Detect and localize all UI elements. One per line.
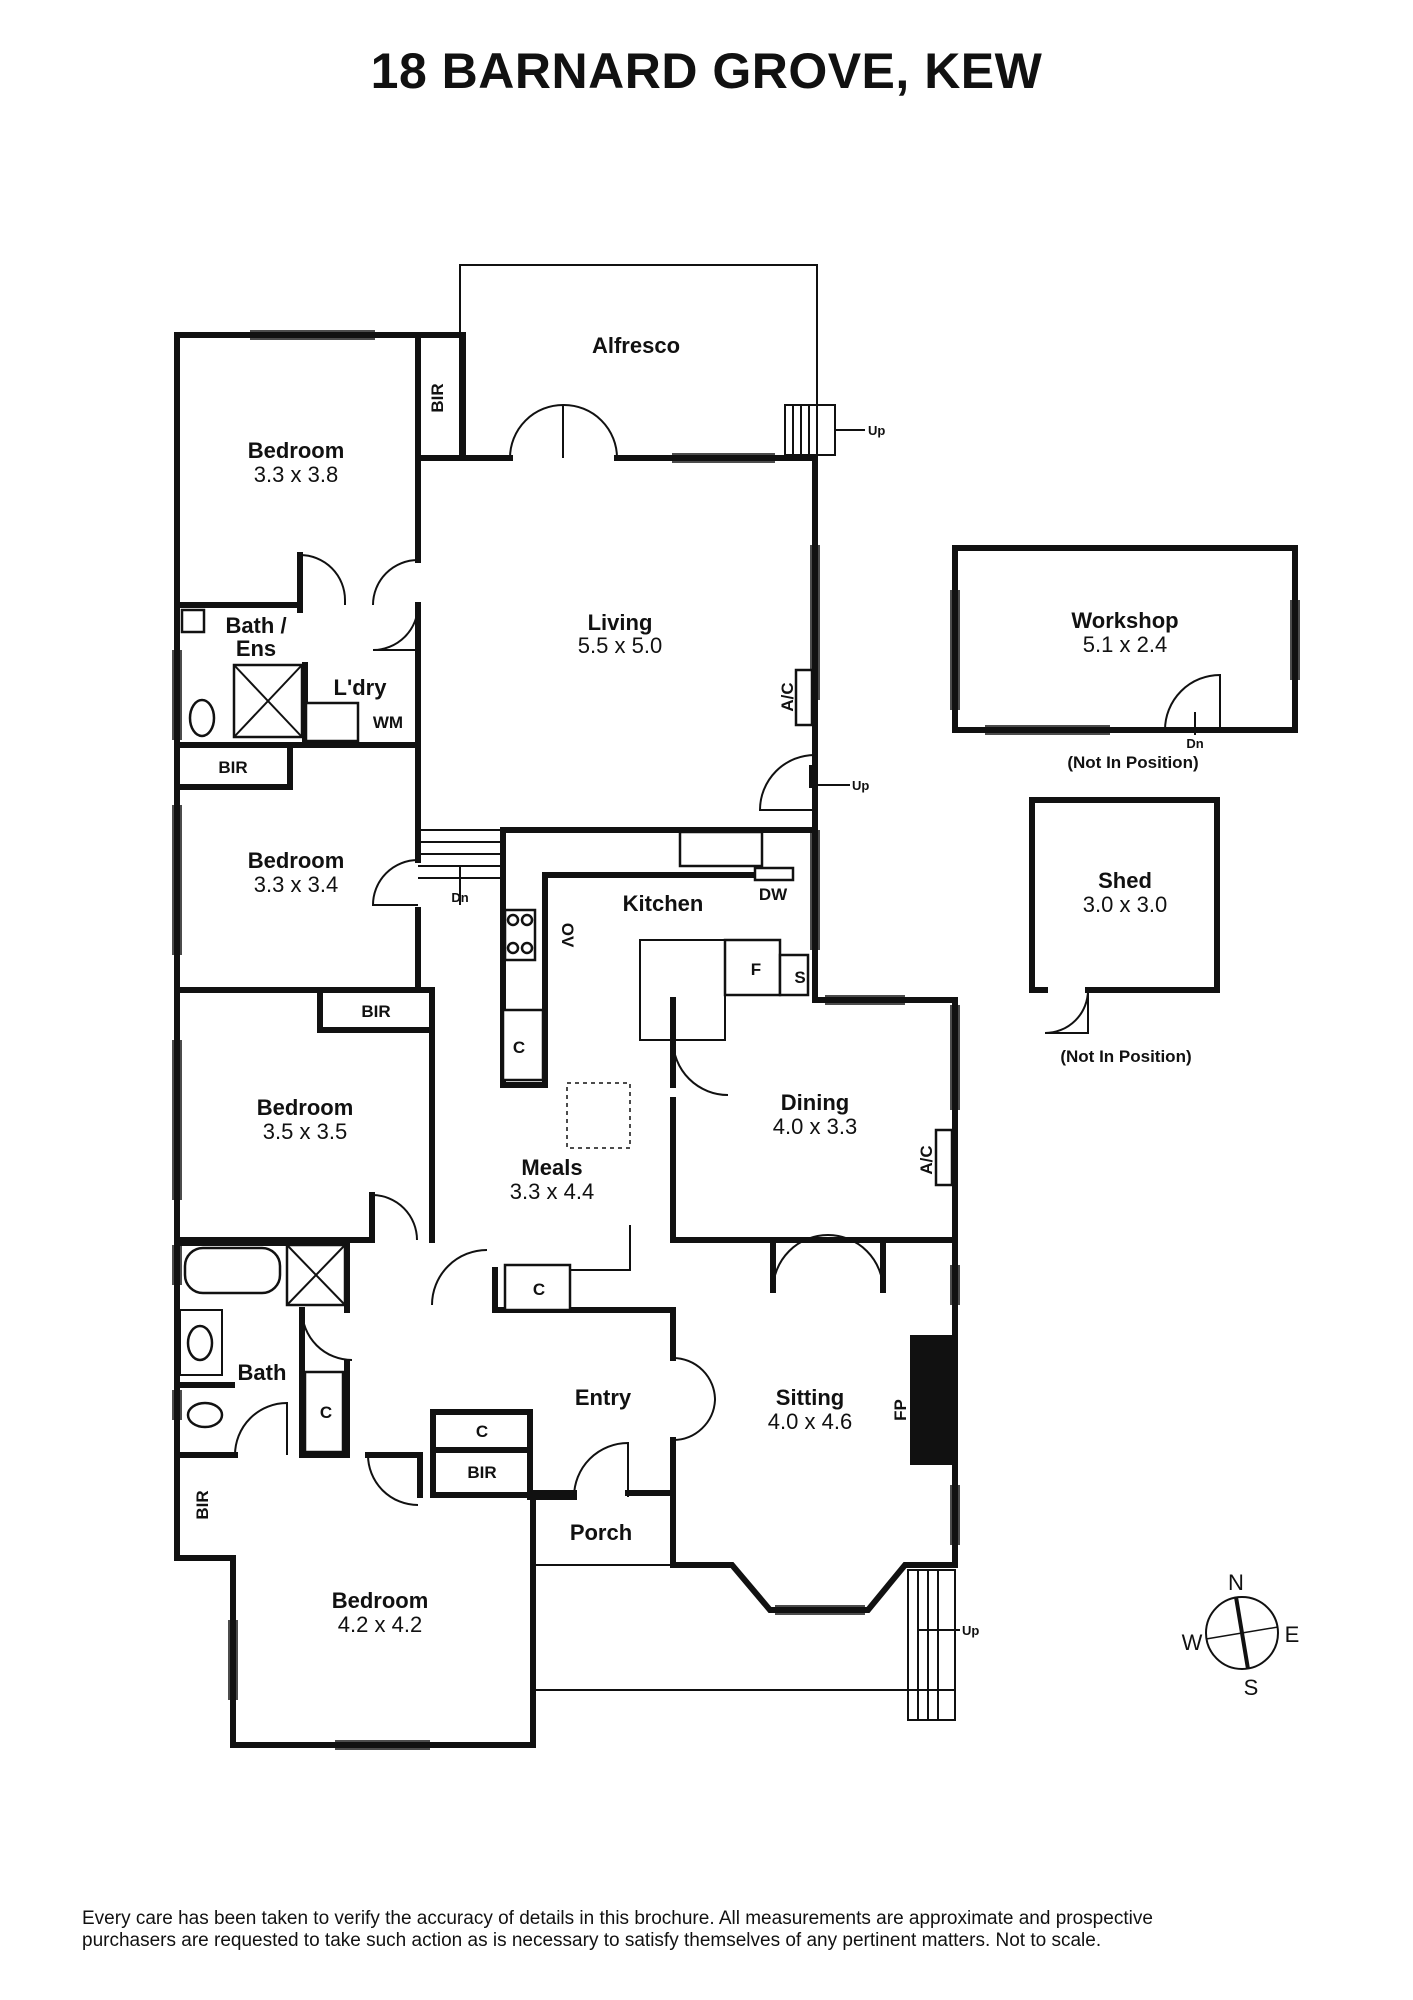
bath-label: Bath [238,1360,287,1385]
ensuite-toilet-icon [188,698,216,738]
skylight-icon [566,1082,631,1149]
kitchen-sink-icon [678,830,764,868]
windows [172,330,960,1750]
page-title: 18 BARNARD GROVE, KEW [370,43,1043,99]
shed-dims: 3.0 x 3.0 [1083,892,1167,917]
bath-cupboard-icon [303,1370,345,1454]
alfresco-stair-label: Up [868,423,885,438]
kitchen-label: Kitchen [623,891,704,916]
compass-w: W [1182,1630,1203,1655]
laundry-label: L'dry [334,675,388,700]
workshop-note: (Not In Position) [1067,753,1198,772]
bedroom-nw-dims: 3.3 x 3.8 [254,462,338,487]
bir-nw-label: BIR [428,383,447,412]
shed-label: Shed [1098,868,1152,893]
bedroom-main-label: Bedroom [332,1588,429,1613]
alfresco-label: Alfresco [592,333,680,358]
fp-label: FP [891,1399,910,1421]
compass: N E S W [1182,1570,1300,1700]
bir-mid-label: BIR [218,758,247,777]
shed-note: (Not In Position) [1060,1047,1191,1066]
pantry-label: S [794,968,805,987]
dw-label: DW [759,885,788,904]
bedroom-nw-label: Bedroom [248,438,345,463]
bir-main-label: BIR [193,1490,212,1519]
bedroom-west-label: Bedroom [257,1095,354,1120]
kitchen-cupboard-label: C [513,1038,525,1057]
living-label: Living [588,610,653,635]
bir-entry-label: BIR [467,1463,496,1482]
room-labels: Bedroom 3.3 x 3.8 BIR Bath / Ens L'dry W… [193,383,936,1637]
wm-label: WM [373,713,403,732]
bedroom-main-dims: 4.2 x 4.2 [338,1612,422,1637]
living-dims: 5.5 x 5.0 [578,633,662,658]
sitting-label: Sitting [776,1385,844,1410]
bath-basin-icon [186,1324,214,1362]
entry-cupboard-label: C [476,1422,488,1441]
fireplace-icon [910,1335,953,1465]
dining-ac-label: A/C [917,1145,936,1174]
hall-stair-label: Dn [451,890,468,905]
living-stair-label: Up [852,778,869,793]
sitting-dims: 4.0 x 4.6 [768,1409,852,1434]
bedroom-mid-label: Bedroom [248,848,345,873]
disclaimer: Every care has been taken to verify the … [82,1908,1342,1952]
compass-e: E [1285,1622,1300,1647]
bathtub-icon [183,1246,282,1295]
living-ac-icon [794,668,814,727]
ensuite-label-line2: Ens [236,636,276,661]
bath-toilet-icon [186,1401,224,1429]
bedroom-west-dims: 3.5 x 3.5 [263,1119,347,1144]
workshop-label: Workshop [1071,608,1178,633]
pantry-icon [778,953,810,997]
ensuite-basin-icon [180,608,206,634]
fixtures [179,608,954,1465]
doors [234,403,884,1506]
workshop-building: Dn Workshop 5.1 x 2.4 (Not In Position) [950,545,1300,772]
fridge-icon [723,938,782,997]
meals-dims: 3.3 x 4.4 [510,1179,594,1204]
meals-label: Meals [521,1155,582,1180]
bir-west-label: BIR [361,1002,390,1021]
ensuite-label-line1: Bath / [225,613,286,638]
porch-label: Porch [570,1520,632,1545]
meals-cupboard-label: C [533,1280,545,1299]
kitchen-cupboard-icon [501,1008,545,1082]
dining-dims: 4.0 x 3.3 [773,1114,857,1139]
dining-ac-icon [934,1128,954,1187]
living-ac-label: A/C [778,682,797,711]
dishwasher-icon [753,866,795,882]
laundry-trough-icon [304,701,360,743]
shed-building: Shed 3.0 x 3.0 (Not In Position) [1029,797,1220,1066]
meals-cupboard-icon [503,1263,572,1312]
compass-n: N [1228,1570,1244,1595]
bedroom-mid-dims: 3.3 x 3.4 [254,872,338,897]
ov-label: OV [558,923,577,948]
compass-s: S [1244,1675,1259,1700]
dining-label: Dining [781,1090,849,1115]
disclaimer-line2: purchasers are requested to take such ac… [82,1930,1102,1951]
fridge-label: F [751,960,761,979]
workshop-stair-label: Dn [1186,736,1203,751]
front-stair-label: Up [962,1623,979,1638]
entry-label: Entry [575,1385,632,1410]
house-walls [174,332,958,1748]
workshop-dims: 5.1 x 2.4 [1083,632,1167,657]
stairs: Up Up Dn Up [418,404,979,1721]
disclaimer-line1: Every care has been taken to verify the … [82,1908,1153,1929]
bath-cupboard-label: C [320,1403,332,1422]
alfresco-area: Alfresco [459,264,818,455]
